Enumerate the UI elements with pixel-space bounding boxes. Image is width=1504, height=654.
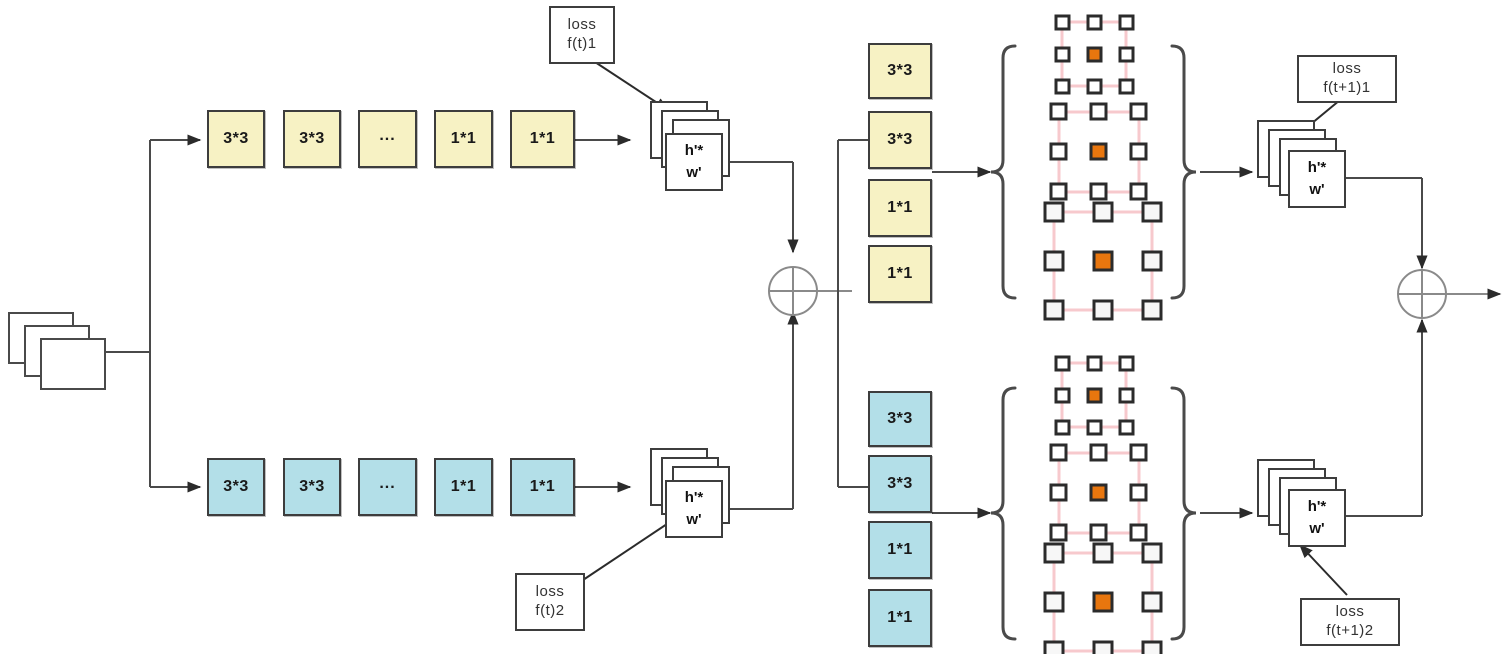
top-stage2-output-layer-4 bbox=[1288, 150, 1346, 208]
block-label: 1*1 bbox=[529, 130, 556, 147]
top-stage1-loss-box[interactable]: loss f(t)1 bbox=[549, 6, 615, 64]
top-stage1-block-3[interactable]: 1*1 bbox=[434, 110, 493, 168]
brace-left-bottom bbox=[990, 386, 1017, 641]
top-stage1-output-label: h'* w' bbox=[665, 133, 723, 191]
bottom-stage2-block-3[interactable]: 1*1 bbox=[868, 589, 932, 647]
top-stage2-loss-box[interactable]: loss f(t+1)1 bbox=[1297, 55, 1397, 103]
loss-id: f(t)1 bbox=[567, 35, 597, 52]
kernel-grid-dilation-3-top bbox=[1043, 201, 1163, 321]
loss-title: loss bbox=[1332, 60, 1362, 78]
top-stage2-output-label: h'* w' bbox=[1288, 150, 1346, 208]
feature-h-label: h'* bbox=[684, 489, 704, 507]
block-label: 3*3 bbox=[299, 130, 325, 147]
loss-title: loss bbox=[1335, 603, 1365, 621]
block-label: 3*3 bbox=[887, 410, 913, 427]
feature-w-label: w' bbox=[686, 511, 702, 528]
bottom-stage1-block-3[interactable]: 1*1 bbox=[434, 458, 493, 516]
block-label: 1*1 bbox=[450, 130, 477, 147]
bottom-stage2-loss-box[interactable]: loss f(t+1)2 bbox=[1300, 598, 1400, 646]
block-label: 1*1 bbox=[887, 541, 913, 558]
bottom-stage1-output-layer-4 bbox=[665, 480, 723, 538]
bottom-stage1-output-label: h'* w' bbox=[665, 480, 723, 538]
brace-right-bottom bbox=[1170, 386, 1197, 641]
loss-title: loss bbox=[535, 583, 565, 601]
block-label: ... bbox=[379, 127, 396, 144]
feature-h-label: h'* bbox=[1307, 498, 1327, 516]
top-stage1-block-2[interactable]: ... bbox=[358, 110, 417, 168]
feature-h-label: h'* bbox=[1307, 159, 1327, 177]
block-label: 3*3 bbox=[887, 131, 913, 148]
bottom-stage2-block-2[interactable]: 1*1 bbox=[868, 521, 932, 579]
sum-operator-middle bbox=[768, 266, 818, 316]
bottom-stage2-block-0[interactable]: 3*3 bbox=[868, 391, 932, 447]
loss-title: loss bbox=[567, 16, 597, 34]
block-label: 1*1 bbox=[887, 199, 913, 216]
loss-id: f(t+1)2 bbox=[1326, 622, 1374, 639]
feature-h-label: h'* bbox=[684, 142, 704, 160]
feature-w-label: w' bbox=[1309, 181, 1325, 198]
top-stage2-block-3[interactable]: 1*1 bbox=[868, 245, 932, 303]
bottom-stage1-block-1[interactable]: 3*3 bbox=[283, 458, 341, 516]
block-label: ... bbox=[379, 475, 396, 492]
input-feature-map-layer-3 bbox=[40, 338, 106, 390]
top-stage1-block-4[interactable]: 1*1 bbox=[510, 110, 575, 168]
bottom-stage1-loss-box[interactable]: loss f(t)2 bbox=[515, 573, 585, 631]
block-label: 3*3 bbox=[223, 478, 249, 495]
top-stage2-block-1[interactable]: 3*3 bbox=[868, 111, 932, 169]
block-label: 1*1 bbox=[450, 478, 477, 495]
kernel-grid-dilation-2-top bbox=[1049, 102, 1148, 201]
block-label: 1*1 bbox=[529, 478, 556, 495]
loss-id: f(t+1)1 bbox=[1323, 79, 1371, 96]
block-label: 1*1 bbox=[887, 609, 913, 626]
block-label: 3*3 bbox=[887, 62, 913, 79]
kernel-grid-dilation-1-bottom bbox=[1054, 355, 1135, 436]
bottom-stage2-block-1[interactable]: 3*3 bbox=[868, 455, 932, 513]
bottom-stage2-output-label: h'* w' bbox=[1288, 489, 1346, 547]
block-label: 3*3 bbox=[887, 475, 913, 492]
kernel-grid-dilation-3-bottom bbox=[1043, 542, 1163, 654]
top-stage1-block-0[interactable]: 3*3 bbox=[207, 110, 265, 168]
top-stage2-block-2[interactable]: 1*1 bbox=[868, 179, 932, 237]
feature-w-label: w' bbox=[1309, 520, 1325, 537]
brace-left-top bbox=[990, 44, 1017, 300]
bottom-stage2-output-layer-4 bbox=[1288, 489, 1346, 547]
bottom-stage1-block-4[interactable]: 1*1 bbox=[510, 458, 575, 516]
bottom-stage1-block-0[interactable]: 3*3 bbox=[207, 458, 265, 516]
bottom-stage1-block-2[interactable]: ... bbox=[358, 458, 417, 516]
brace-right-top bbox=[1170, 44, 1197, 300]
block-label: 3*3 bbox=[299, 478, 325, 495]
kernel-grid-dilation-2-bottom bbox=[1049, 443, 1148, 542]
kernel-grid-dilation-1-top bbox=[1054, 14, 1135, 95]
top-stage2-block-0[interactable]: 3*3 bbox=[868, 43, 932, 99]
block-label: 1*1 bbox=[887, 265, 913, 282]
feature-w-label: w' bbox=[686, 164, 702, 181]
block-label: 3*3 bbox=[223, 130, 249, 147]
top-stage1-block-1[interactable]: 3*3 bbox=[283, 110, 341, 168]
sum-operator-output bbox=[1397, 269, 1447, 319]
loss-id: f(t)2 bbox=[535, 602, 565, 619]
top-stage1-output-layer-4 bbox=[665, 133, 723, 191]
